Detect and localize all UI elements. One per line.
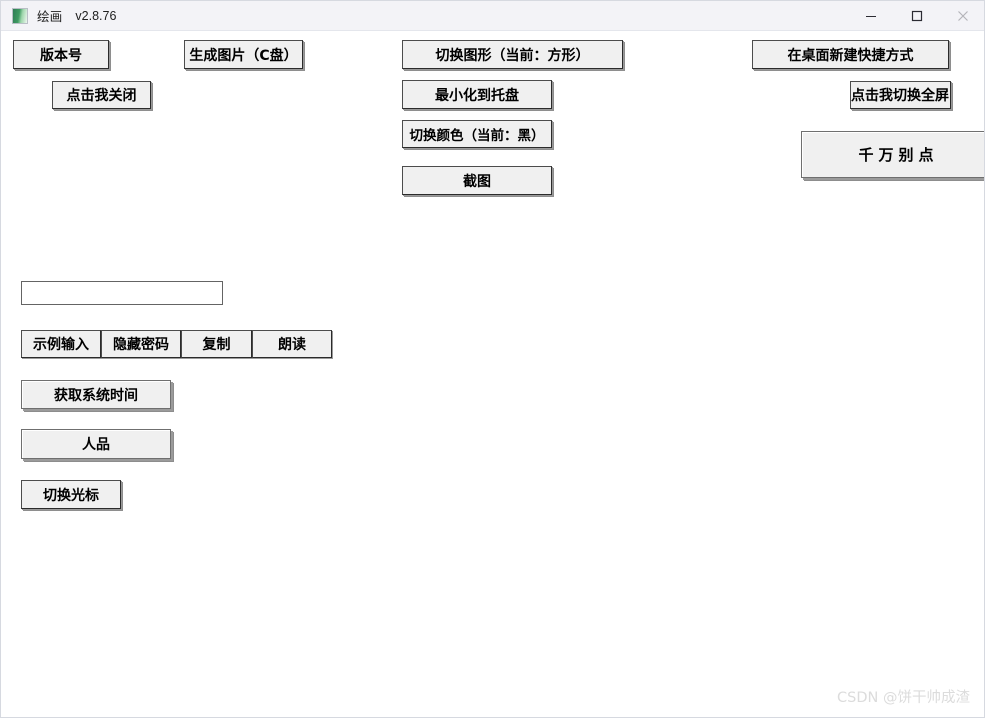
close-button[interactable]: [940, 1, 984, 31]
text-input[interactable]: [21, 281, 223, 305]
click-to-close-button[interactable]: 点击我关闭: [52, 81, 151, 109]
generate-image-button[interactable]: 生成图片（C盘）: [184, 40, 303, 69]
titlebar[interactable]: 绘画 v2.8.76: [1, 1, 984, 31]
copy-button[interactable]: 复制: [181, 330, 252, 358]
toggle-shape-button[interactable]: 切换图形（当前：方形）: [402, 40, 623, 69]
version-number-button[interactable]: 版本号: [13, 40, 109, 69]
window-version-label: v2.8.76: [75, 8, 117, 23]
maximize-button[interactable]: [894, 1, 940, 31]
toggle-color-button[interactable]: 切换颜色（当前：黑）: [402, 120, 552, 148]
close-icon: [957, 10, 969, 22]
minimize-to-tray-button[interactable]: 最小化到托盘: [402, 80, 552, 109]
get-system-time-button[interactable]: 获取系统时间: [21, 380, 171, 409]
screenshot-button[interactable]: 截图: [402, 166, 552, 195]
hide-password-button[interactable]: 隐藏密码: [101, 330, 181, 358]
toggle-cursor-button[interactable]: 切换光标: [21, 480, 121, 509]
read-aloud-button[interactable]: 朗读: [252, 330, 332, 358]
toggle-fullscreen-button[interactable]: 点击我切换全屏: [850, 81, 951, 109]
do-not-click-button[interactable]: 千万别点: [801, 131, 984, 178]
watermark-text: CSDN @饼干帅成渣: [837, 690, 970, 706]
maximize-icon: [911, 10, 923, 22]
minimize-button[interactable]: [848, 1, 894, 31]
luck-button[interactable]: 人品: [21, 429, 171, 459]
sample-input-button[interactable]: 示例输入: [21, 330, 101, 358]
window-title: 绘画: [37, 10, 63, 24]
create-desktop-shortcut-button[interactable]: 在桌面新建快捷方式: [752, 40, 949, 69]
minimize-icon: [865, 10, 877, 22]
paint-app-icon: [12, 7, 28, 24]
window-controls: [848, 1, 984, 31]
